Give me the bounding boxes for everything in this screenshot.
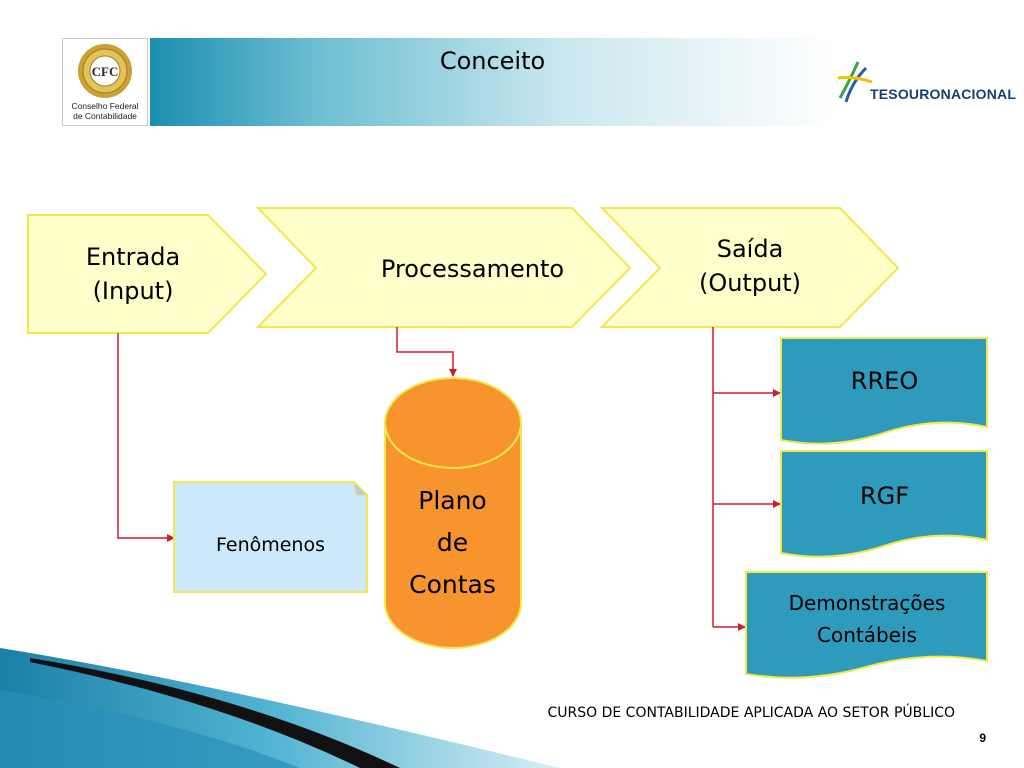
demonstracoes-label-line1: Demonstrações: [788, 591, 946, 615]
demonstracoes-label: Demonstrações Contábeis: [746, 587, 988, 651]
tesouro-nacional-logo: TESOURONACIONAL: [836, 58, 1016, 108]
footer-swoosh: [0, 648, 560, 768]
entrada-label: Entrada (Input): [28, 240, 238, 308]
rreo-label: RREO: [850, 367, 919, 395]
fenomenos-shape: [173, 481, 368, 593]
processamento-label: Processamento: [380, 255, 565, 283]
saida-label: Saída (Output): [640, 232, 860, 300]
fenomenos-fold: [353, 480, 369, 496]
rgf-shape: [780, 450, 988, 558]
demonstracoes-shape: [745, 571, 988, 679]
tesouro-star-icon: [837, 61, 873, 103]
saida-label-line1: Saída: [716, 235, 784, 263]
entrada-label-line2: (Input): [92, 277, 174, 305]
slide-title: Conceito: [439, 47, 546, 75]
entrada-label-line1: Entrada: [85, 243, 181, 271]
rreo-shape: [780, 337, 988, 445]
processamento-shape: [255, 207, 632, 328]
entrada-shape: [27, 214, 268, 334]
fenomenos-label: Fenômenos: [215, 534, 325, 556]
plano-label-line1: Plano: [418, 486, 487, 515]
saida-label-line2: (Output): [698, 269, 802, 297]
footer-course-title: CURSO DE CONTABILIDADE APLICADA AO SETOR…: [547, 705, 955, 721]
cfc-logo: CFC Conselho Federal de Contabilidade: [62, 38, 148, 126]
tesouro-wordmark: TESOURONACIONAL: [870, 86, 1017, 102]
cfc-seal-icon: CFC: [78, 44, 132, 98]
plano-label-line3: Contas: [409, 570, 496, 599]
header-band: [150, 38, 835, 126]
connector-processamento-plano: [396, 327, 457, 377]
plano-de-contas-label: Plano de Contas: [385, 480, 520, 606]
plano-cylinder-top: [384, 377, 522, 469]
plano-cylinder-body: [384, 422, 522, 649]
cfc-caption-line1: Conselho Federal: [71, 101, 139, 111]
cfc-caption: Conselho Federal de Contabilidade: [63, 101, 147, 121]
page-number: 9: [979, 731, 986, 745]
plano-label-line2: de: [436, 528, 469, 557]
demonstracoes-label-line2: Contábeis: [817, 623, 917, 647]
cfc-seal-text: CFC: [92, 64, 119, 79]
rgf-label: RGF: [859, 482, 910, 510]
cfc-caption-line2: de Contabilidade: [73, 111, 137, 121]
saida-shape: [599, 207, 900, 328]
connector-entrada-fenomenos: [117, 333, 175, 542]
